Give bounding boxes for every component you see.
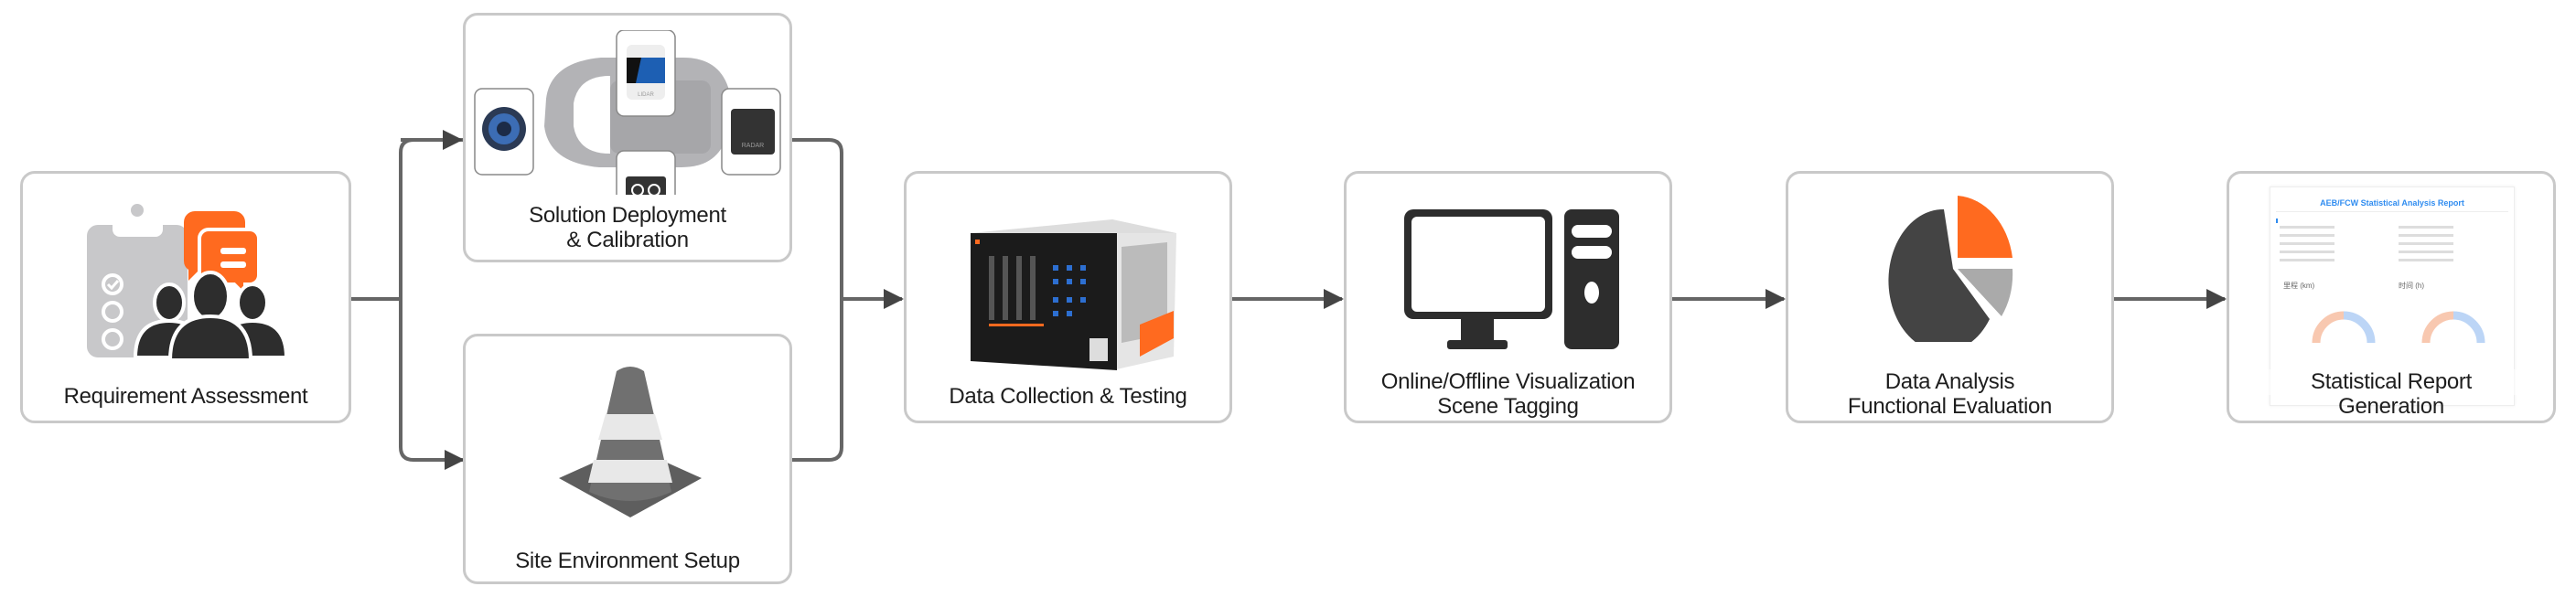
lidar-label: LIDAR: [638, 92, 654, 98]
step-requirement-assessment: Requirement Assessment: [20, 171, 351, 423]
step-data-analysis: Data Analysis Functional Evaluation: [1786, 171, 2114, 423]
report-table-placeholder: [2280, 226, 2485, 344]
step-label-line2: Functional Evaluation: [1847, 394, 2053, 419]
step-label-line1: Solution Deployment: [529, 203, 726, 228]
step-statistical-report: AEB/FCW Statistical Analysis Report 里程 (…: [2227, 171, 2556, 423]
step-label: Site Environment Setup: [515, 549, 740, 573]
report-chart1-label: 里程 (km): [2283, 282, 2315, 290]
report-chart2-label: 时间 (h): [2399, 282, 2424, 290]
vehicle-sensors-icon: LIDAR RADAR: [474, 30, 781, 195]
pie-chart-icon: [1888, 196, 2013, 342]
step-site-environment: Site Environment Setup: [463, 334, 792, 584]
radar-label: RADAR: [742, 143, 765, 149]
step-label-line1: Online/Offline Visualization: [1380, 369, 1636, 394]
step-label-line2: & Calibration: [566, 228, 689, 252]
step-solution-deployment: LIDAR RADAR Solution Deployment & Calibr…: [463, 13, 792, 262]
step-data-collection: Data Collection & Testing: [904, 171, 1232, 423]
step-visualization: Online/Offline Visualization Scene Taggi…: [1344, 171, 1672, 423]
step-label: Data Collection & Testing: [949, 384, 1187, 409]
step-label-line2: Generation: [2338, 394, 2444, 419]
data-logger-device-icon: [971, 219, 1176, 370]
desktop-computer-icon: [1404, 209, 1619, 349]
requirement-team-icon: [87, 200, 289, 362]
step-label: Requirement Assessment: [63, 384, 308, 409]
traffic-cone-icon: [559, 367, 702, 517]
step-label-line1: Statistical Report: [2229, 369, 2553, 395]
report-title: AEB/FCW Statistical Analysis Report: [2320, 198, 2464, 208]
step-label-line2: Scene Tagging: [1437, 394, 1579, 419]
step-label-line1: Data Analysis: [1884, 369, 2015, 394]
